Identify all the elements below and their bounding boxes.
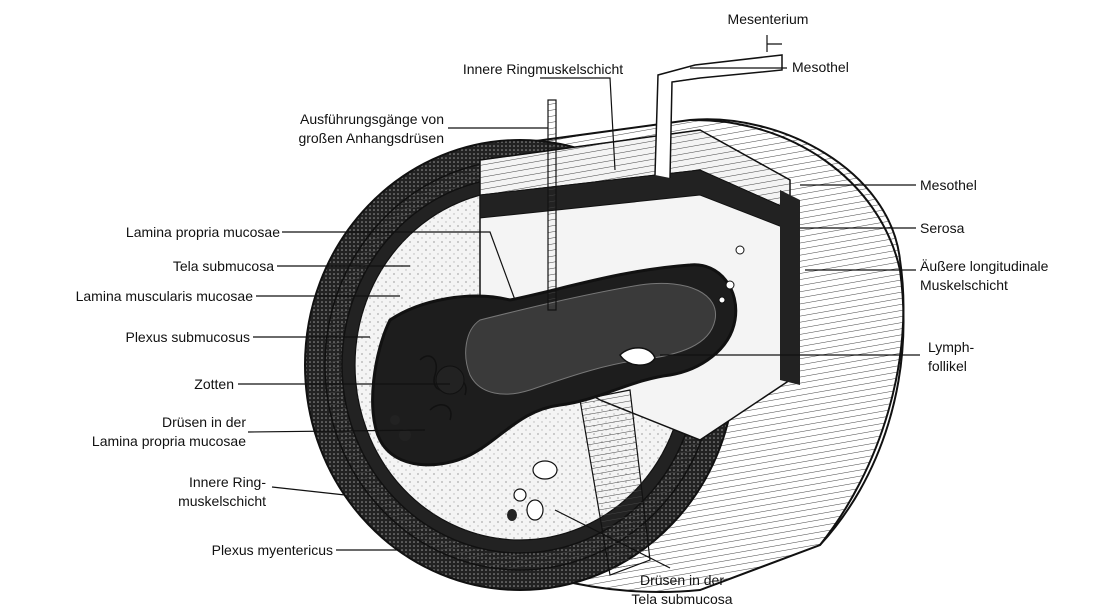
leader-mesenterium xyxy=(767,35,782,52)
label-plexus-myentericus: Plexus myentericus xyxy=(212,542,333,558)
label-plexus-submucosus: Plexus submucosus xyxy=(125,329,250,345)
label-zotten: Zotten xyxy=(194,376,234,392)
label-lymph-line2: follikel xyxy=(928,358,967,374)
leader-innere-ring-left xyxy=(272,487,345,495)
label-druesen-lamina-line1: Drüsen in der xyxy=(162,414,246,430)
label-lamina-muscularis: Lamina muscularis mucosae xyxy=(76,288,254,304)
label-aeussere-line2: Muskelschicht xyxy=(920,277,1008,293)
label-mesothel-right: Mesothel xyxy=(920,177,977,193)
label-ausfuehrungsgaenge-line1: Ausführungsgänge von xyxy=(300,111,444,127)
label-mesothel-top: Mesothel xyxy=(792,59,849,75)
label-aeussere-line1: Äußere longitudinale xyxy=(920,258,1049,274)
label-innere-ring-left-line1: Innere Ring- xyxy=(189,474,266,490)
label-innere-ringmuskelschicht-top: Innere Ringmuskelschicht xyxy=(463,61,623,77)
label-lamina-propria: Lamina propria mucosae xyxy=(126,224,280,240)
label-mesenterium: Mesenterium xyxy=(728,11,809,27)
label-druesen-tela-line1: Drüsen in der xyxy=(640,572,724,588)
label-druesen-tela-line2: Tela submucosa xyxy=(631,591,732,607)
label-lymph-line1: Lymph- xyxy=(928,339,975,355)
label-druesen-lamina-line2: Lamina propria mucosae xyxy=(92,433,246,449)
label-serosa: Serosa xyxy=(920,220,965,236)
label-innere-ring-left-line2: muskelschicht xyxy=(178,493,266,509)
label-tela-submucosa: Tela submucosa xyxy=(173,258,274,274)
label-ausfuehrungsgaenge-line2: großen Anhangsdrüsen xyxy=(298,130,444,146)
